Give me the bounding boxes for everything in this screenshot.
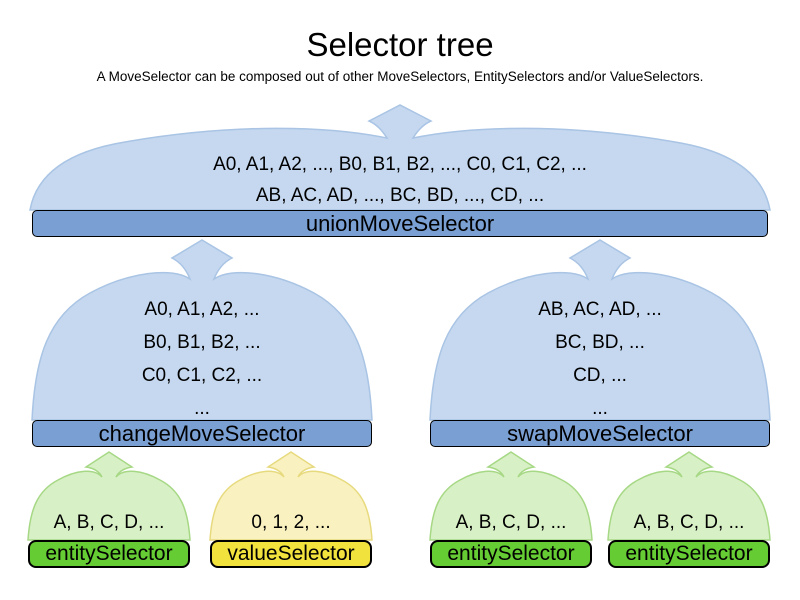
change-line-3: C0, C1, C2, ... bbox=[141, 365, 263, 386]
cloud-with-up-arrow-icon bbox=[27, 451, 191, 541]
value-selector-bar: valueSelector bbox=[210, 540, 372, 568]
diagram-title: Selector tree bbox=[306, 26, 494, 63]
cloud-with-up-arrow-icon bbox=[607, 451, 771, 541]
union-line-1: A0, A1, A2, ..., B0, B1, B2, ..., C0, C1… bbox=[213, 154, 587, 175]
entity1-cloud-shape bbox=[27, 451, 191, 541]
change-cloud-shape bbox=[31, 239, 373, 421]
swap-cloud-shape bbox=[429, 239, 771, 421]
cloud-with-up-arrow-icon bbox=[209, 451, 373, 541]
entity-selector-bar-1: entitySelector bbox=[28, 540, 190, 568]
cloud-with-up-arrow-icon bbox=[29, 104, 771, 211]
entity-selector-label: entitySelector bbox=[625, 542, 753, 565]
entity2-cloud-shape bbox=[429, 451, 593, 541]
union-cloud-shape bbox=[29, 104, 771, 211]
union-cloud-text: A0, A1, A2, ..., B0, B1, B2, ..., C0, C1… bbox=[30, 149, 770, 211]
swap-line-1: AB, AC, AD, ... bbox=[538, 299, 662, 320]
entity-selector-bar-3: entitySelector bbox=[608, 540, 770, 568]
change-line-4: ... bbox=[194, 398, 210, 419]
value-cloud-text: 0, 1, 2, ... bbox=[210, 512, 372, 534]
swap-line-3: CD, ... bbox=[573, 365, 627, 386]
entity3-cloud-text: A, B, C, D, ... bbox=[608, 512, 770, 534]
cloud-with-up-arrow-icon bbox=[429, 239, 771, 421]
change-cloud-text: A0, A1, A2, ... B0, B1, B2, ... C0, C1, … bbox=[32, 293, 372, 425]
entity2-cloud-text: A, B, C, D, ... bbox=[430, 512, 592, 534]
entity2-line-1: A, B, C, D, ... bbox=[455, 512, 567, 533]
swap-move-selector-label: swapMoveSelector bbox=[507, 420, 693, 446]
change-line-1: A0, A1, A2, ... bbox=[144, 299, 260, 320]
value-selector-label: valueSelector bbox=[227, 542, 355, 565]
entity3-cloud-shape bbox=[607, 451, 771, 541]
value-cloud-shape bbox=[209, 451, 373, 541]
union-move-selector-label: unionMoveSelector bbox=[305, 210, 495, 236]
entity-selector-bar-2: entitySelector bbox=[430, 540, 592, 568]
entity1-line-1: A, B, C, D, ... bbox=[53, 512, 165, 533]
swap-move-selector-bar: swapMoveSelector bbox=[430, 420, 770, 447]
union-line-2: AB, AC, AD, ..., BC, BD, ..., CD, ... bbox=[255, 185, 545, 206]
cloud-with-up-arrow-icon bbox=[31, 239, 373, 421]
entity1-cloud-text: A, B, C, D, ... bbox=[28, 512, 190, 534]
diagram-subtitle: A MoveSelector can be composed out of ot… bbox=[96, 69, 704, 84]
change-move-selector-label: changeMoveSelector bbox=[98, 420, 306, 446]
swap-line-2: BC, BD, ... bbox=[555, 332, 645, 353]
change-line-2: B0, B1, B2, ... bbox=[143, 332, 261, 353]
cloud-with-up-arrow-icon bbox=[429, 451, 593, 541]
value-line-1: 0, 1, 2, ... bbox=[251, 512, 331, 533]
entity-selector-label: entitySelector bbox=[447, 542, 575, 565]
swap-line-4: ... bbox=[592, 398, 608, 419]
change-move-selector-bar: changeMoveSelector bbox=[32, 420, 372, 447]
swap-cloud-text: AB, AC, AD, ... BC, BD, ... CD, ... ... bbox=[430, 293, 770, 425]
union-move-selector-bar: unionMoveSelector bbox=[32, 210, 768, 237]
entity3-line-1: A, B, C, D, ... bbox=[633, 512, 745, 533]
entity-selector-label: entitySelector bbox=[45, 542, 173, 565]
